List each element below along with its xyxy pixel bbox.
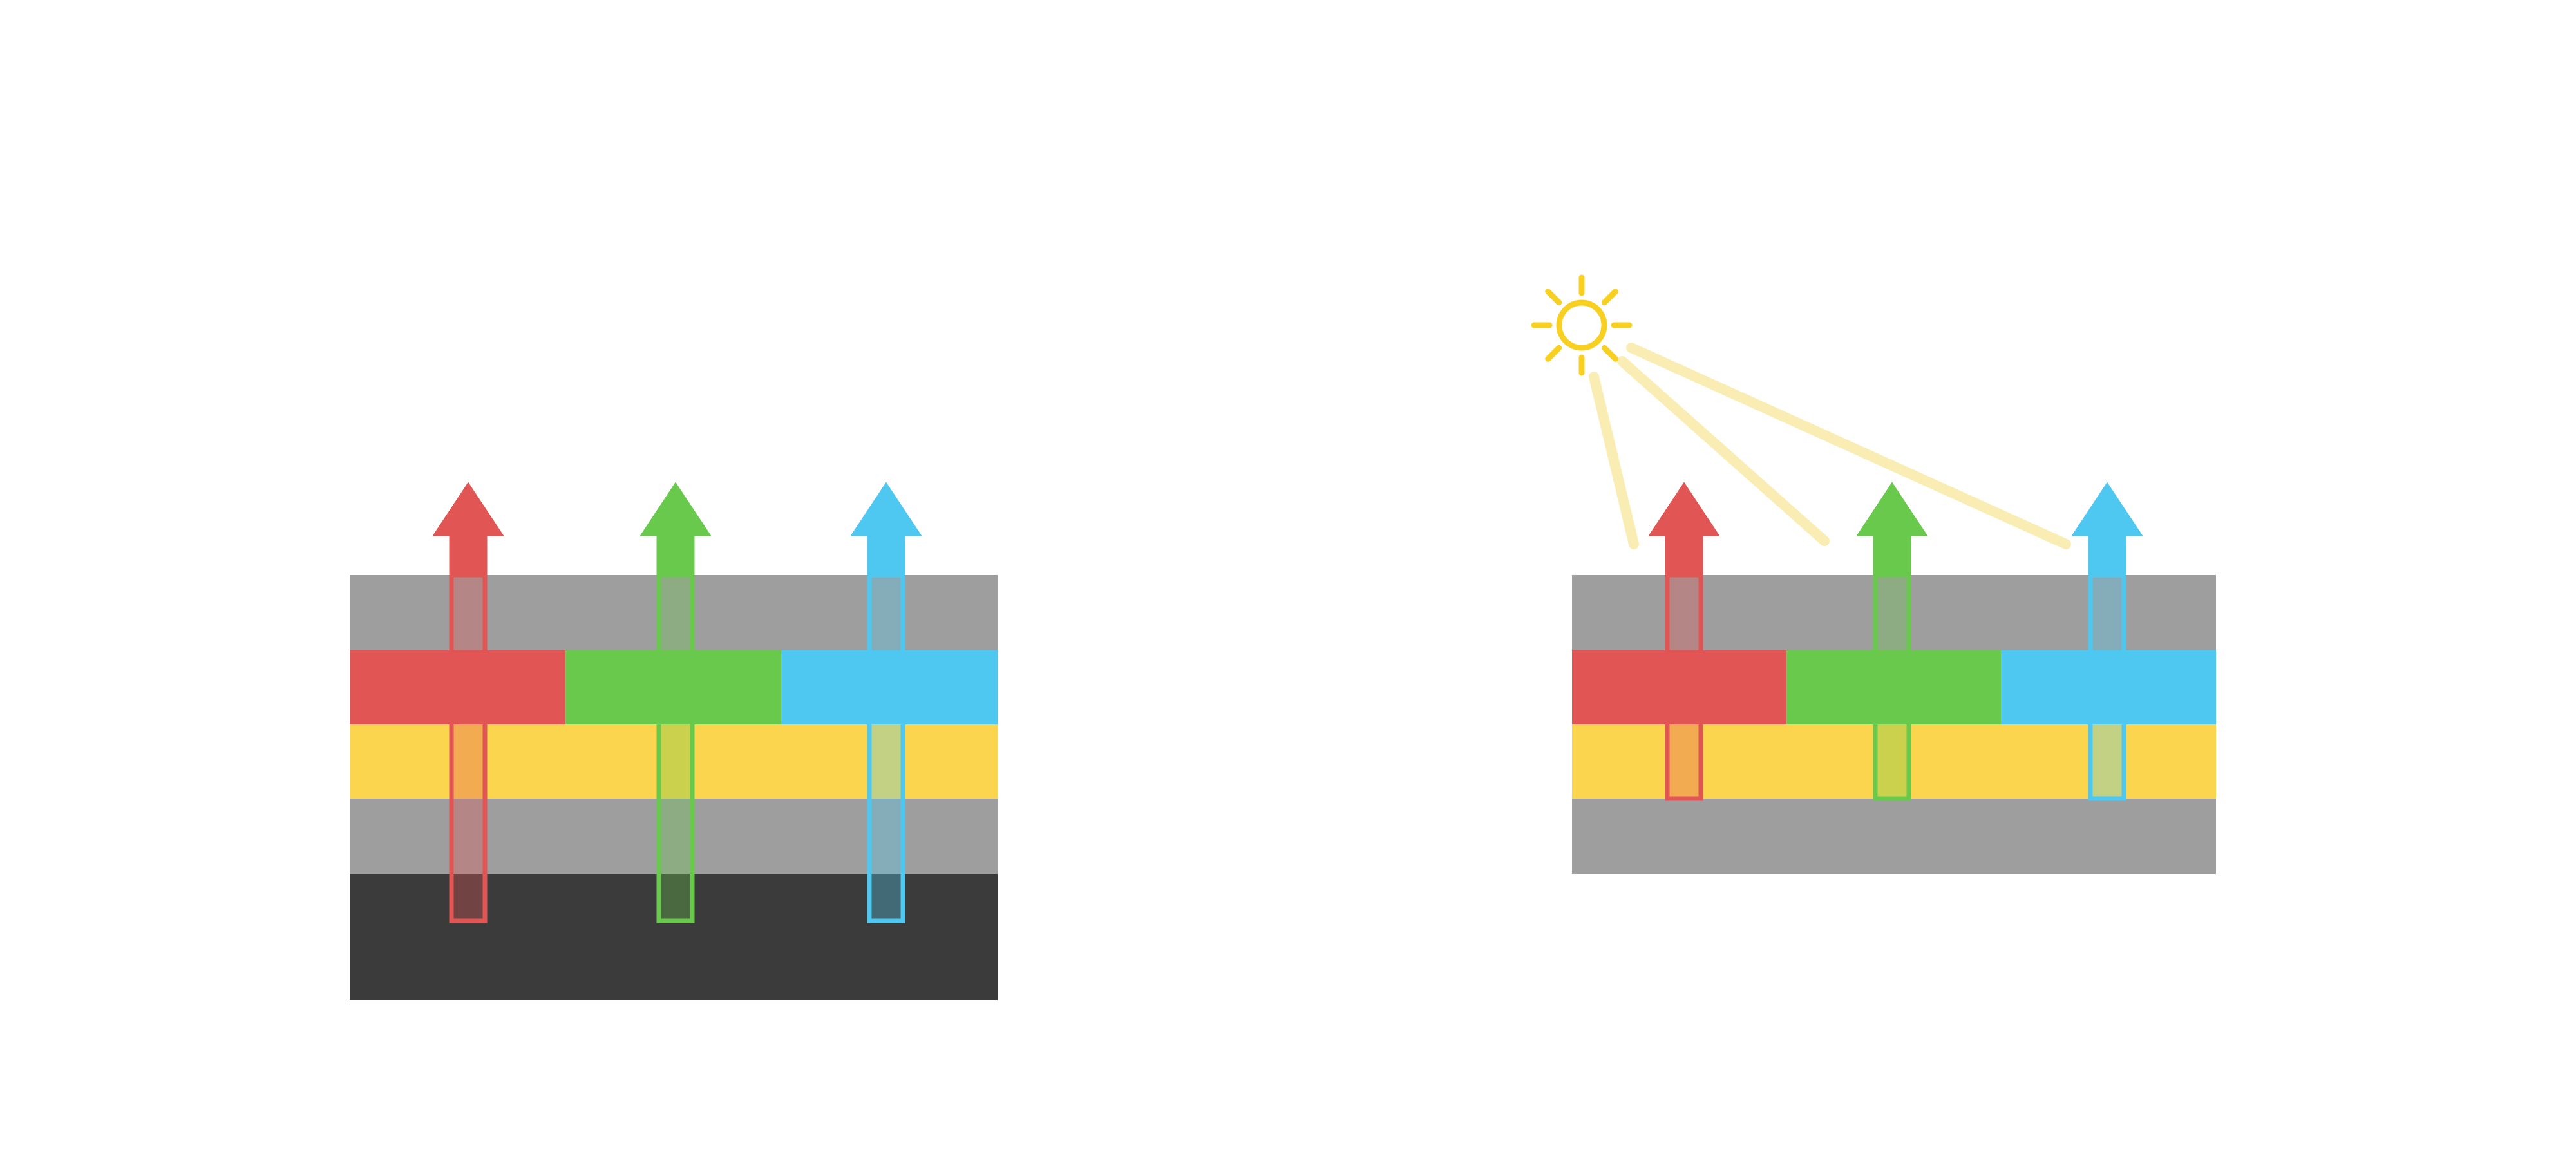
sun-beam-1 bbox=[1589, 372, 1639, 549]
yellow-layer bbox=[350, 724, 998, 799]
blue-subpixel bbox=[2001, 650, 2216, 724]
red-subpixel bbox=[1572, 650, 1787, 724]
green-subpixel bbox=[565, 650, 782, 724]
sun-beam-2 bbox=[1617, 356, 1830, 546]
sun-disc bbox=[1556, 299, 1607, 351]
sun-icon bbox=[1531, 274, 1633, 376]
top-gray-layer bbox=[1572, 575, 2216, 650]
top-gray-layer bbox=[350, 575, 998, 650]
green-subpixel bbox=[1786, 650, 2002, 724]
green-light-arrow bbox=[1856, 482, 1928, 578]
red-subpixel bbox=[350, 650, 566, 724]
sun-ray bbox=[1601, 288, 1618, 306]
bottom-gray-layer bbox=[350, 799, 998, 874]
yellow-layer bbox=[1572, 724, 2216, 799]
bottom-gray-layer bbox=[1572, 799, 2216, 874]
red-light-arrow bbox=[1648, 482, 1720, 578]
sun-ray bbox=[1545, 288, 1562, 306]
sun-ray bbox=[1545, 345, 1562, 362]
blue-subpixel bbox=[781, 650, 998, 724]
sun-ray bbox=[1601, 345, 1618, 362]
sun-beam-3 bbox=[1626, 343, 2071, 549]
backlight-layer bbox=[350, 874, 998, 1000]
blue-light-arrow bbox=[2071, 482, 2143, 578]
blue-light-arrow bbox=[850, 482, 922, 578]
red-light-arrow bbox=[432, 482, 504, 578]
sunlit-display-panel bbox=[1531, 274, 2216, 874]
backlit-display-panel bbox=[350, 482, 998, 1000]
green-light-arrow bbox=[639, 482, 712, 578]
